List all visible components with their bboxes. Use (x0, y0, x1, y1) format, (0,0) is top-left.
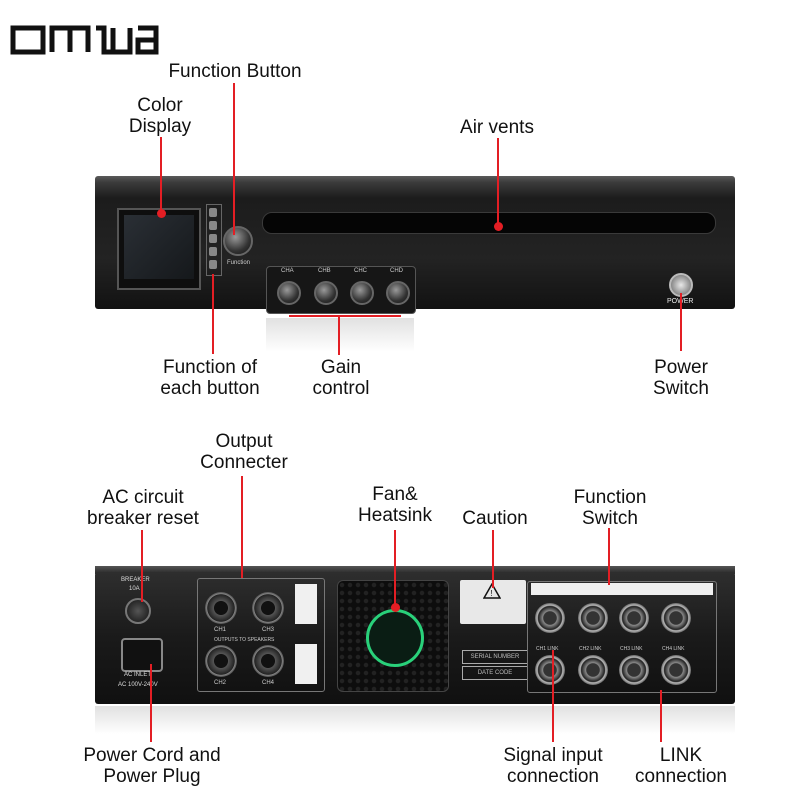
gain-reflection (266, 318, 414, 352)
ac-voltage-label: AC 100V-240V (118, 682, 158, 688)
label-output-connecter: Output Connecter (200, 431, 288, 473)
label-air-vents: Air vents (460, 117, 534, 138)
date-code-box: DATE CODE (462, 666, 528, 680)
wire-air-vents (497, 138, 499, 225)
warning-icon: ! (483, 583, 501, 599)
channel-label-b: CHB (318, 268, 331, 274)
front-button-1[interactable] (209, 208, 217, 217)
label-function-switch: Function Switch (573, 487, 647, 529)
label-function-of-each-button: Function of each button (160, 357, 260, 399)
output-connector-panel (197, 578, 325, 692)
brand-logo (10, 25, 159, 55)
output-ch2-label: CH2 (214, 680, 227, 686)
link-label-ch2: CH2 LINK (579, 646, 602, 652)
xlr-input-ch1[interactable] (535, 603, 565, 633)
link-label-ch4: CH4 LINK (662, 646, 685, 652)
front-button-4[interactable] (209, 247, 217, 256)
gain-knob-chb[interactable] (314, 281, 338, 305)
dot-color-display (157, 209, 166, 218)
breaker-rating: 10A (129, 586, 140, 592)
wire-color-display (160, 137, 162, 212)
wire-link-connection (660, 690, 662, 742)
label-link-connection: LINK connection (635, 745, 727, 787)
fan-hub (366, 609, 424, 667)
wire-function-switch (608, 528, 610, 585)
dot-fan-heatsink (391, 603, 400, 612)
link-label-ch1: CH1 LINK (536, 646, 559, 652)
front-chassis-top (95, 176, 735, 186)
color-display-screen (124, 215, 194, 279)
outputs-to-speakers-label: OUTPUTS TO SPEAKERS (214, 637, 275, 643)
signal-input-panel (527, 581, 717, 693)
gain-knob-cha[interactable] (277, 281, 301, 305)
label-color-display: Color Display (128, 95, 192, 137)
xlr-link-ch2[interactable] (578, 655, 608, 685)
wire-function-button (233, 83, 235, 235)
xlr-link-ch1[interactable] (535, 655, 565, 685)
output-ch1-label: CH1 (214, 627, 227, 633)
ac-circuit-breaker[interactable] (125, 598, 151, 624)
speakon-ch3[interactable] (252, 592, 284, 624)
power-button[interactable] (669, 273, 693, 297)
speakon-ch2[interactable] (205, 645, 237, 677)
label-function-button: Function Button (168, 61, 302, 82)
air-vents (262, 212, 716, 234)
back-reflection (95, 706, 735, 734)
wire-signal-input (552, 650, 554, 742)
wire-output-connecter (241, 476, 243, 578)
wire-power-cord (150, 664, 152, 742)
output-ch3-label: CH3 (262, 627, 275, 633)
label-fan-heatsink: Fan& Heatsink (358, 484, 432, 526)
xlr-link-ch3[interactable] (619, 655, 649, 685)
ac-power-inlet[interactable] (121, 638, 163, 672)
wire-ac-breaker (141, 530, 143, 602)
label-signal-input: Signal input connection (503, 745, 603, 787)
speakon-ch4[interactable] (252, 645, 284, 677)
wire-function-of-each-button (212, 274, 214, 354)
function-knob-label: Function (227, 260, 251, 266)
front-button-3[interactable] (209, 234, 217, 243)
xlr-input-ch4[interactable] (661, 603, 691, 633)
front-button-5[interactable] (209, 260, 217, 269)
function-button-column (206, 204, 222, 276)
label-power-cord-plug: Power Cord and Power Plug (83, 745, 221, 787)
front-button-2[interactable] (209, 221, 217, 230)
function-knob[interactable] (223, 226, 253, 256)
speakon-ch1[interactable] (205, 592, 237, 624)
label-gain-control: Gain control (312, 357, 370, 399)
output-switch-ch24[interactable] (295, 644, 317, 684)
xlr-input-ch2[interactable] (578, 603, 608, 633)
gain-knob-chc[interactable] (350, 281, 374, 305)
xlr-link-ch4[interactable] (661, 655, 691, 685)
gain-knob-chd[interactable] (386, 281, 410, 305)
label-ac-breaker-reset: AC circuit breaker reset (87, 487, 199, 529)
wire-power-switch (680, 293, 682, 351)
xlr-input-ch3[interactable] (619, 603, 649, 633)
dot-air-vents (494, 222, 503, 231)
wire-gain-horizontal (289, 315, 401, 317)
channel-label-d: CHD (390, 268, 403, 274)
svg-text:!: ! (491, 589, 493, 598)
wire-fan-heatsink (394, 530, 396, 608)
output-ch4-label: CH4 (262, 680, 275, 686)
function-switch-strip[interactable] (531, 583, 713, 595)
ac-inlet-label: AC INLET (124, 672, 152, 678)
output-switch-ch13[interactable] (295, 584, 317, 624)
serial-number-box: SERIAL NUMBER (462, 650, 528, 664)
link-label-ch3: CH3 LINK (620, 646, 643, 652)
back-chassis-top (95, 566, 735, 574)
wire-gain-vertical (338, 315, 340, 355)
label-caution: Caution (462, 508, 528, 529)
label-power-switch: Power Switch (653, 357, 709, 399)
breaker-label: BREAKER (121, 577, 150, 583)
channel-label-c: CHC (354, 268, 367, 274)
channel-label-a: CHA (281, 268, 294, 274)
wire-caution (492, 530, 494, 588)
